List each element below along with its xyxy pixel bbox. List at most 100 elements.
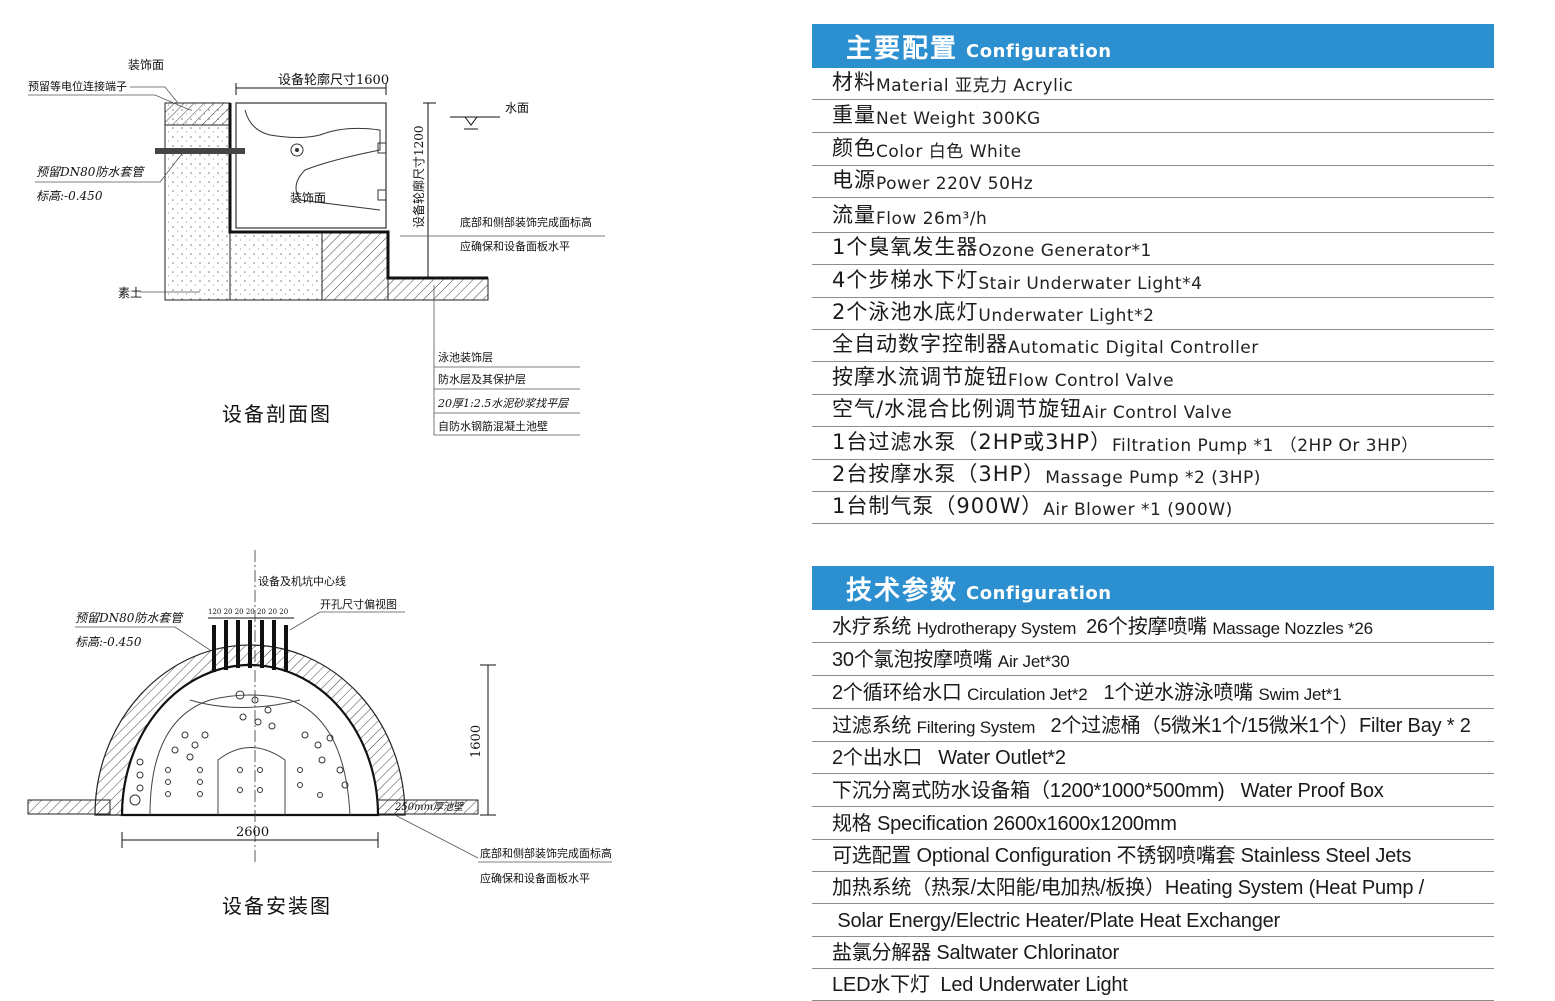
tech-params-title-en: Configuration <box>966 583 1112 604</box>
config-row-cn: 全自动数字控制器 <box>832 332 1008 356</box>
label-bottom-note-2: 应确保和设备面板水平 <box>460 239 570 253</box>
config-row: 4个步梯水下灯 Stair Underwater Light*4 <box>812 265 1494 298</box>
config-row-en: Color 白色 White <box>876 142 1022 162</box>
tech-row-part-a: 加热系统（热泵/太阳能/电加热/板换）Heating System (Heat … <box>832 877 1425 899</box>
config-row: 按摩水流调节旋钮 Flow Control Valve <box>812 362 1494 395</box>
config-row-cn: 按摩水流调节旋钮 <box>832 365 1008 389</box>
label-layer-2: 防水层及其保护层 <box>438 372 526 386</box>
main-config-table: 主要配置 Configuration 材料 Material 亚克力 Acryl… <box>812 24 1494 524</box>
label-wall-250: 250mm厚池壁 <box>394 801 465 813</box>
config-row-en: Material 亚克力 Acrylic <box>876 76 1074 96</box>
label-center-line: 设备及机坑中心线 <box>258 574 346 588</box>
tech-row-part-a: 可选配置 Optional Configuration 不锈钢喷嘴套 Stain… <box>832 845 1412 867</box>
install-view: 设备及机坑中心线 开孔尺寸偏视图 120 20 20 20 20 20 20 预… <box>27 550 612 885</box>
label-height-1200: 设备轮廓尺寸1200 <box>411 125 426 228</box>
label-deco-face-top: 装饰面 <box>128 58 164 72</box>
tech-row: 2个循环给水口 Circulation Jet*2 1个逆水游泳喷嘴 Swim … <box>812 676 1494 709</box>
config-row: 重量 Net Weight 300KG <box>812 100 1494 133</box>
config-row-en: Flow 26m³/h <box>876 209 988 229</box>
config-row-cn: 空气/水混合比例调节旋钮 <box>832 397 1083 421</box>
tech-row-part-a: 2个循环给水口 <box>832 682 968 704</box>
label-height-1600: 1600 <box>469 725 484 758</box>
config-row: 全自动数字控制器 Automatic Digital Controller <box>812 330 1494 362</box>
label-elevation: 标高:-0.450 <box>36 189 103 203</box>
tech-row: LED水下灯 Led Underwater Light <box>812 969 1494 1001</box>
label-layer-3: 20厚1:2.5水泥砂浆找平层 <box>437 397 569 410</box>
tech-row: 水疗系统 Hydrotherapy System 26个按摩喷嘴 Massage… <box>812 610 1494 643</box>
config-row-en: Flow Control Valve <box>1008 371 1175 391</box>
config-row: 材料 Material 亚克力 Acrylic <box>812 68 1494 100</box>
label-dn80-sleeve-2: 预留DN80防水套管 <box>75 611 184 625</box>
tech-row-part-a: 2个出水口 Water Outlet*2 <box>832 747 1066 769</box>
config-row-cn: 1个臭氧发生器 <box>832 235 979 259</box>
tech-row-part-a: LED水下灯 Led Underwater Light <box>832 974 1128 996</box>
config-row-en: Massage Pump *2 (3HP) <box>1045 468 1261 488</box>
tech-row-part-a: 过滤系统 <box>832 715 917 737</box>
tech-params-title-cn: 技术参数 <box>846 576 959 606</box>
label-width-2600: 2600 <box>236 825 269 840</box>
label-opening-size: 开孔尺寸偏视图 <box>320 597 397 611</box>
label-bottom-note-1b: 底部和侧部装饰完成面标高 <box>480 846 612 860</box>
tech-row: 规格 Specification 2600x1600x1200mm <box>812 807 1494 840</box>
config-row-en: Stair Underwater Light*4 <box>978 274 1203 294</box>
config-row-cn: 材料 <box>832 70 876 94</box>
config-row-cn: 流量 <box>832 203 876 227</box>
tech-row-part-b: Hydrotherapy System <box>916 619 1081 638</box>
config-row-en: Underwater Light*2 <box>978 306 1155 326</box>
tech-row-part-a: 盐氯分解器 Saltwater Chlorinator <box>832 942 1119 964</box>
tech-row-part-b: Air Jet*30 <box>997 652 1070 671</box>
tech-row: 下沉分离式防水设备箱（1200*1000*500mm) Water Proof … <box>812 774 1494 807</box>
tech-row: 盐氯分解器 Saltwater Chlorinator <box>812 937 1494 969</box>
tech-row-part-d: Massage Nozzles *26 <box>1212 619 1373 638</box>
main-config-title-en: Configuration <box>966 41 1112 62</box>
tech-row-part-a: 规格 Specification 2600x1600x1200mm <box>832 813 1177 835</box>
tech-row: 可选配置 Optional Configuration 不锈钢喷嘴套 Stain… <box>812 840 1494 872</box>
tech-row-part-b: Filtering System <box>916 718 1040 737</box>
config-row: 1台过滤水泵（2HP或3HP） Filtration Pump *1 （2HP … <box>812 427 1494 460</box>
tech-row-part-c: 1个逆水游泳喷嘴 <box>1087 682 1259 704</box>
install-drawing-caption: 设备安装图 <box>222 894 332 918</box>
label-equip-size: 设备轮廓尺寸1600 <box>278 72 389 88</box>
label-ground-terminal: 预留等电位连接端子 <box>28 79 127 93</box>
config-row: 1台制气泵（900W）Air Blower *1 (900W) <box>812 492 1494 524</box>
config-row: 流量 Flow 26m³/h <box>812 198 1494 233</box>
tech-row-part-a: 30个氯泡按摩喷嘴 <box>832 649 998 671</box>
config-row-en: Net Weight 300KG <box>876 109 1041 129</box>
label-layer-1: 泳池装饰层 <box>438 350 493 364</box>
label-dn80-sleeve: 预留DN80防水套管 <box>36 165 145 179</box>
label-deco-face-inner: 装饰面 <box>290 191 326 205</box>
config-row: 颜色 Color 白色 White <box>812 133 1494 166</box>
config-row-en: Ozone Generator*1 <box>978 241 1152 261</box>
tech-row-part-c: 26个按摩喷嘴 <box>1080 616 1213 638</box>
config-row: 电源 Power 220V 50Hz <box>812 166 1494 198</box>
config-row-cn: 1台制气泵（900W） <box>832 494 1044 518</box>
config-row: 1个臭氧发生器 Ozone Generator*1 <box>812 233 1494 265</box>
config-row-cn: 4个步梯水下灯 <box>832 268 979 292</box>
tech-row-part-a: 水疗系统 <box>832 616 917 638</box>
config-row-cn: 重量 <box>832 103 876 127</box>
config-row: 2台按摩水泵（3HP） Massage Pump *2 (3HP) <box>812 460 1494 492</box>
section-drawing-caption: 设备剖面图 <box>222 402 332 426</box>
config-row-cn: 1台过滤水泵（2HP或3HP） <box>832 430 1112 454</box>
config-row-en: Air Control Valve <box>1082 403 1233 423</box>
config-row-cn: 2个泳池水底灯 <box>832 300 979 324</box>
tech-row: 2个出水口 Water Outlet*2 <box>812 742 1494 774</box>
config-row-en: Automatic Digital Controller <box>1008 338 1259 358</box>
tech-row: 过滤系统 Filtering System 2个过滤桶（5微米1个/15微米1个… <box>812 709 1494 742</box>
section-view: 装饰面 设备轮廓尺寸1600 水面 预留等电位连接端子 预留DN80防水套管 标… <box>28 58 605 436</box>
config-row: 空气/水混合比例调节旋钮 Air Control Valve <box>812 395 1494 427</box>
tech-row-part-d: Swim Jet*1 <box>1258 685 1342 704</box>
label-water-level: 水面 <box>505 101 529 115</box>
technical-drawings: 装饰面 设备轮廓尺寸1600 水面 预留等电位连接端子 预留DN80防水套管 标… <box>27 58 612 885</box>
config-row-en: Filtration Pump *1 （2HP Or 3HP） <box>1112 436 1419 456</box>
label-elevation-2: 标高:-0.450 <box>75 635 142 649</box>
tech-row: 加热系统（热泵/太阳能/电加热/板换）Heating System (Heat … <box>812 872 1494 904</box>
tech-row: Solar Energy/Electric Heater/Plate Heat … <box>812 904 1494 937</box>
config-row: 2个泳池水底灯 Underwater Light*2 <box>812 298 1494 330</box>
main-config-header: 主要配置 Configuration <box>812 24 1494 68</box>
config-row-cn: 2台按摩水泵（3HP） <box>832 462 1046 486</box>
label-bottom-note-1: 底部和侧部装饰完成面标高 <box>460 215 592 229</box>
main-config-title-cn: 主要配置 <box>846 34 959 64</box>
tech-params-table: 技术参数 Configuration 水疗系统 Hydrotherapy Sys… <box>812 566 1494 1001</box>
label-soil: 素土 <box>118 286 142 300</box>
